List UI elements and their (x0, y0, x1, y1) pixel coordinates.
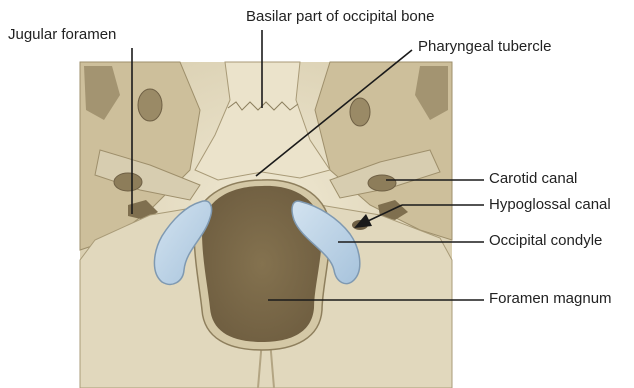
left-upper-opening (138, 89, 162, 121)
label-basilar-part: Basilar part of occipital bone (246, 8, 434, 25)
left-canal-opening (114, 173, 142, 191)
carotid-canal-opening (368, 175, 396, 191)
label-foramen-magnum: Foramen magnum (489, 290, 612, 307)
label-carotid-canal: Carotid canal (489, 170, 577, 187)
label-jugular-foramen: Jugular foramen (8, 26, 116, 43)
label-hypoglossal-canal: Hypoglossal canal (489, 196, 611, 213)
right-upper-opening (350, 98, 370, 126)
label-pharyngeal-tubercle: Pharyngeal tubercle (418, 38, 551, 55)
label-occipital-condyle: Occipital condyle (489, 232, 602, 249)
